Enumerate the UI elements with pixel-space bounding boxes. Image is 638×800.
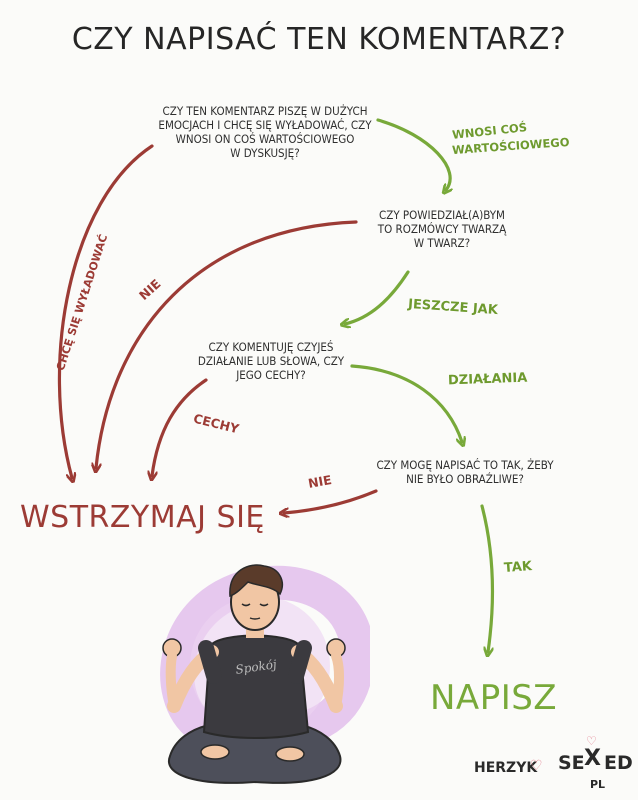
label-dzialania: DZIAŁANIA xyxy=(447,370,528,389)
arrow-dzialania xyxy=(350,364,462,442)
logo-sub: PL xyxy=(590,778,606,791)
logo-heart-icon: ♡ xyxy=(586,734,597,748)
arrow-wnosi xyxy=(376,118,450,190)
logo-right: ED xyxy=(604,752,633,774)
label-tak: TAK xyxy=(503,559,533,576)
question-not-offensive: CZY MOGĘ NAPISAĆ TO TAK, ŻEBY NIE BYŁO O… xyxy=(376,458,554,486)
author-signature: HERZYK xyxy=(474,760,538,776)
page-title: CZY NAPISAĆ TEN KOMENTARZ? xyxy=(71,22,567,57)
arrow-cechy xyxy=(152,378,208,476)
question-emotions: CZY TEN KOMENTARZ PISZĘ W DUŻYCH EMOCJAC… xyxy=(158,104,372,160)
arrow-chce xyxy=(57,144,154,478)
arrow-tak xyxy=(480,504,495,652)
outcome-wstrzymaj: WSTRZYMAJ SIĘ xyxy=(20,500,265,535)
arrow-jeszcze-jak xyxy=(345,270,410,324)
question-actions-or-traits: CZY KOMENTUJĘ CZYJEŚ DZIAŁANIE LUB SŁOWA… xyxy=(197,340,345,382)
sexed-logo: SE X ED PL ♡ xyxy=(558,734,638,800)
logo-left: SE xyxy=(558,752,585,774)
outcome-napisz: NAPISZ xyxy=(430,678,558,718)
question-face-to-face: CZY POWIEDZIAŁ(A)BYM TO ROZMÓWCY TWARZĄ … xyxy=(377,208,507,250)
logo-x: X xyxy=(584,746,601,771)
arrow-nie-1 xyxy=(96,220,358,468)
heart-icon: ♡ xyxy=(530,758,543,774)
arrow-nie-2 xyxy=(284,489,378,513)
meditating-person-illustration xyxy=(160,564,370,784)
